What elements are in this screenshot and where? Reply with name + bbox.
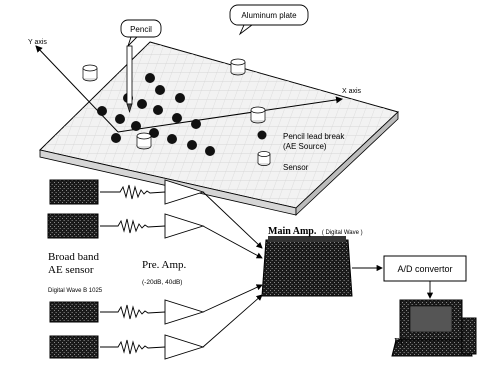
legend-dot-icon: [258, 131, 267, 140]
sensor-icon: [231, 59, 245, 75]
main-amp-device: [262, 236, 352, 296]
sensor-label-line1: Broad band: [48, 251, 100, 263]
y-axis-label: Y axis: [28, 39, 47, 46]
sensor-icon: [251, 107, 265, 123]
lead-break-point: [111, 133, 121, 143]
lead-break-point: [167, 134, 177, 144]
pencil-callout: Pencil: [121, 20, 161, 46]
waveform: [100, 185, 165, 199]
ad-converter-label: A/D convertor: [397, 264, 452, 274]
sensor-photo: [50, 336, 98, 358]
pencil-illustration: [127, 46, 132, 112]
sensor-photo: [48, 214, 98, 238]
lead-break-point: [191, 119, 201, 129]
lead-break-point: [175, 93, 185, 103]
aluminum-plate-callout: Aluminum plate: [230, 5, 308, 34]
lead-break-point: [115, 114, 125, 124]
pc-label: PC: [394, 336, 407, 348]
legend-lead-break-line2: (AE Source): [283, 142, 327, 151]
sensor-label-line2: AE sensor: [48, 264, 94, 276]
lead-break-point: [205, 146, 215, 156]
legend-sensor-icon: [258, 152, 270, 166]
preamp-triangle-icon: [165, 214, 203, 238]
pencil-callout-text: Pencil: [130, 25, 152, 34]
legend-sensor-label: Sensor: [283, 163, 309, 172]
sensor-icon: [83, 65, 97, 81]
preamp-gain-label: (-20dB, 40dB): [142, 279, 182, 286]
lead-break-point: [145, 73, 155, 83]
sensor-model-label: Digital Wave B 1025: [48, 288, 103, 294]
lead-break-point: [172, 113, 182, 123]
waveform: [100, 219, 165, 233]
preamp-label: Pre. Amp.: [142, 259, 187, 271]
lead-break-point: [97, 106, 107, 116]
legend-lead-break-line1: Pencil lead break: [283, 132, 345, 141]
lead-break-point: [131, 121, 141, 131]
lead-break-point: [137, 99, 147, 109]
x-axis-label: X axis: [342, 88, 362, 95]
preamp-triangle-icon: [165, 300, 203, 324]
sensor-photo: [50, 302, 98, 322]
waveform: [100, 340, 165, 354]
preamp-triangle-icon: [165, 335, 203, 359]
lead-break-point: [155, 85, 165, 95]
lead-break-point: [187, 140, 197, 150]
lead-break-point: [153, 105, 163, 115]
sensor-icon: [137, 133, 151, 149]
sensor-photo: [50, 180, 98, 204]
waveform: [100, 305, 165, 319]
main-amp-label: Main Amp. ( Digital Wave ): [268, 226, 363, 237]
aluminum-plate-callout-text: Aluminum plate: [241, 11, 297, 20]
